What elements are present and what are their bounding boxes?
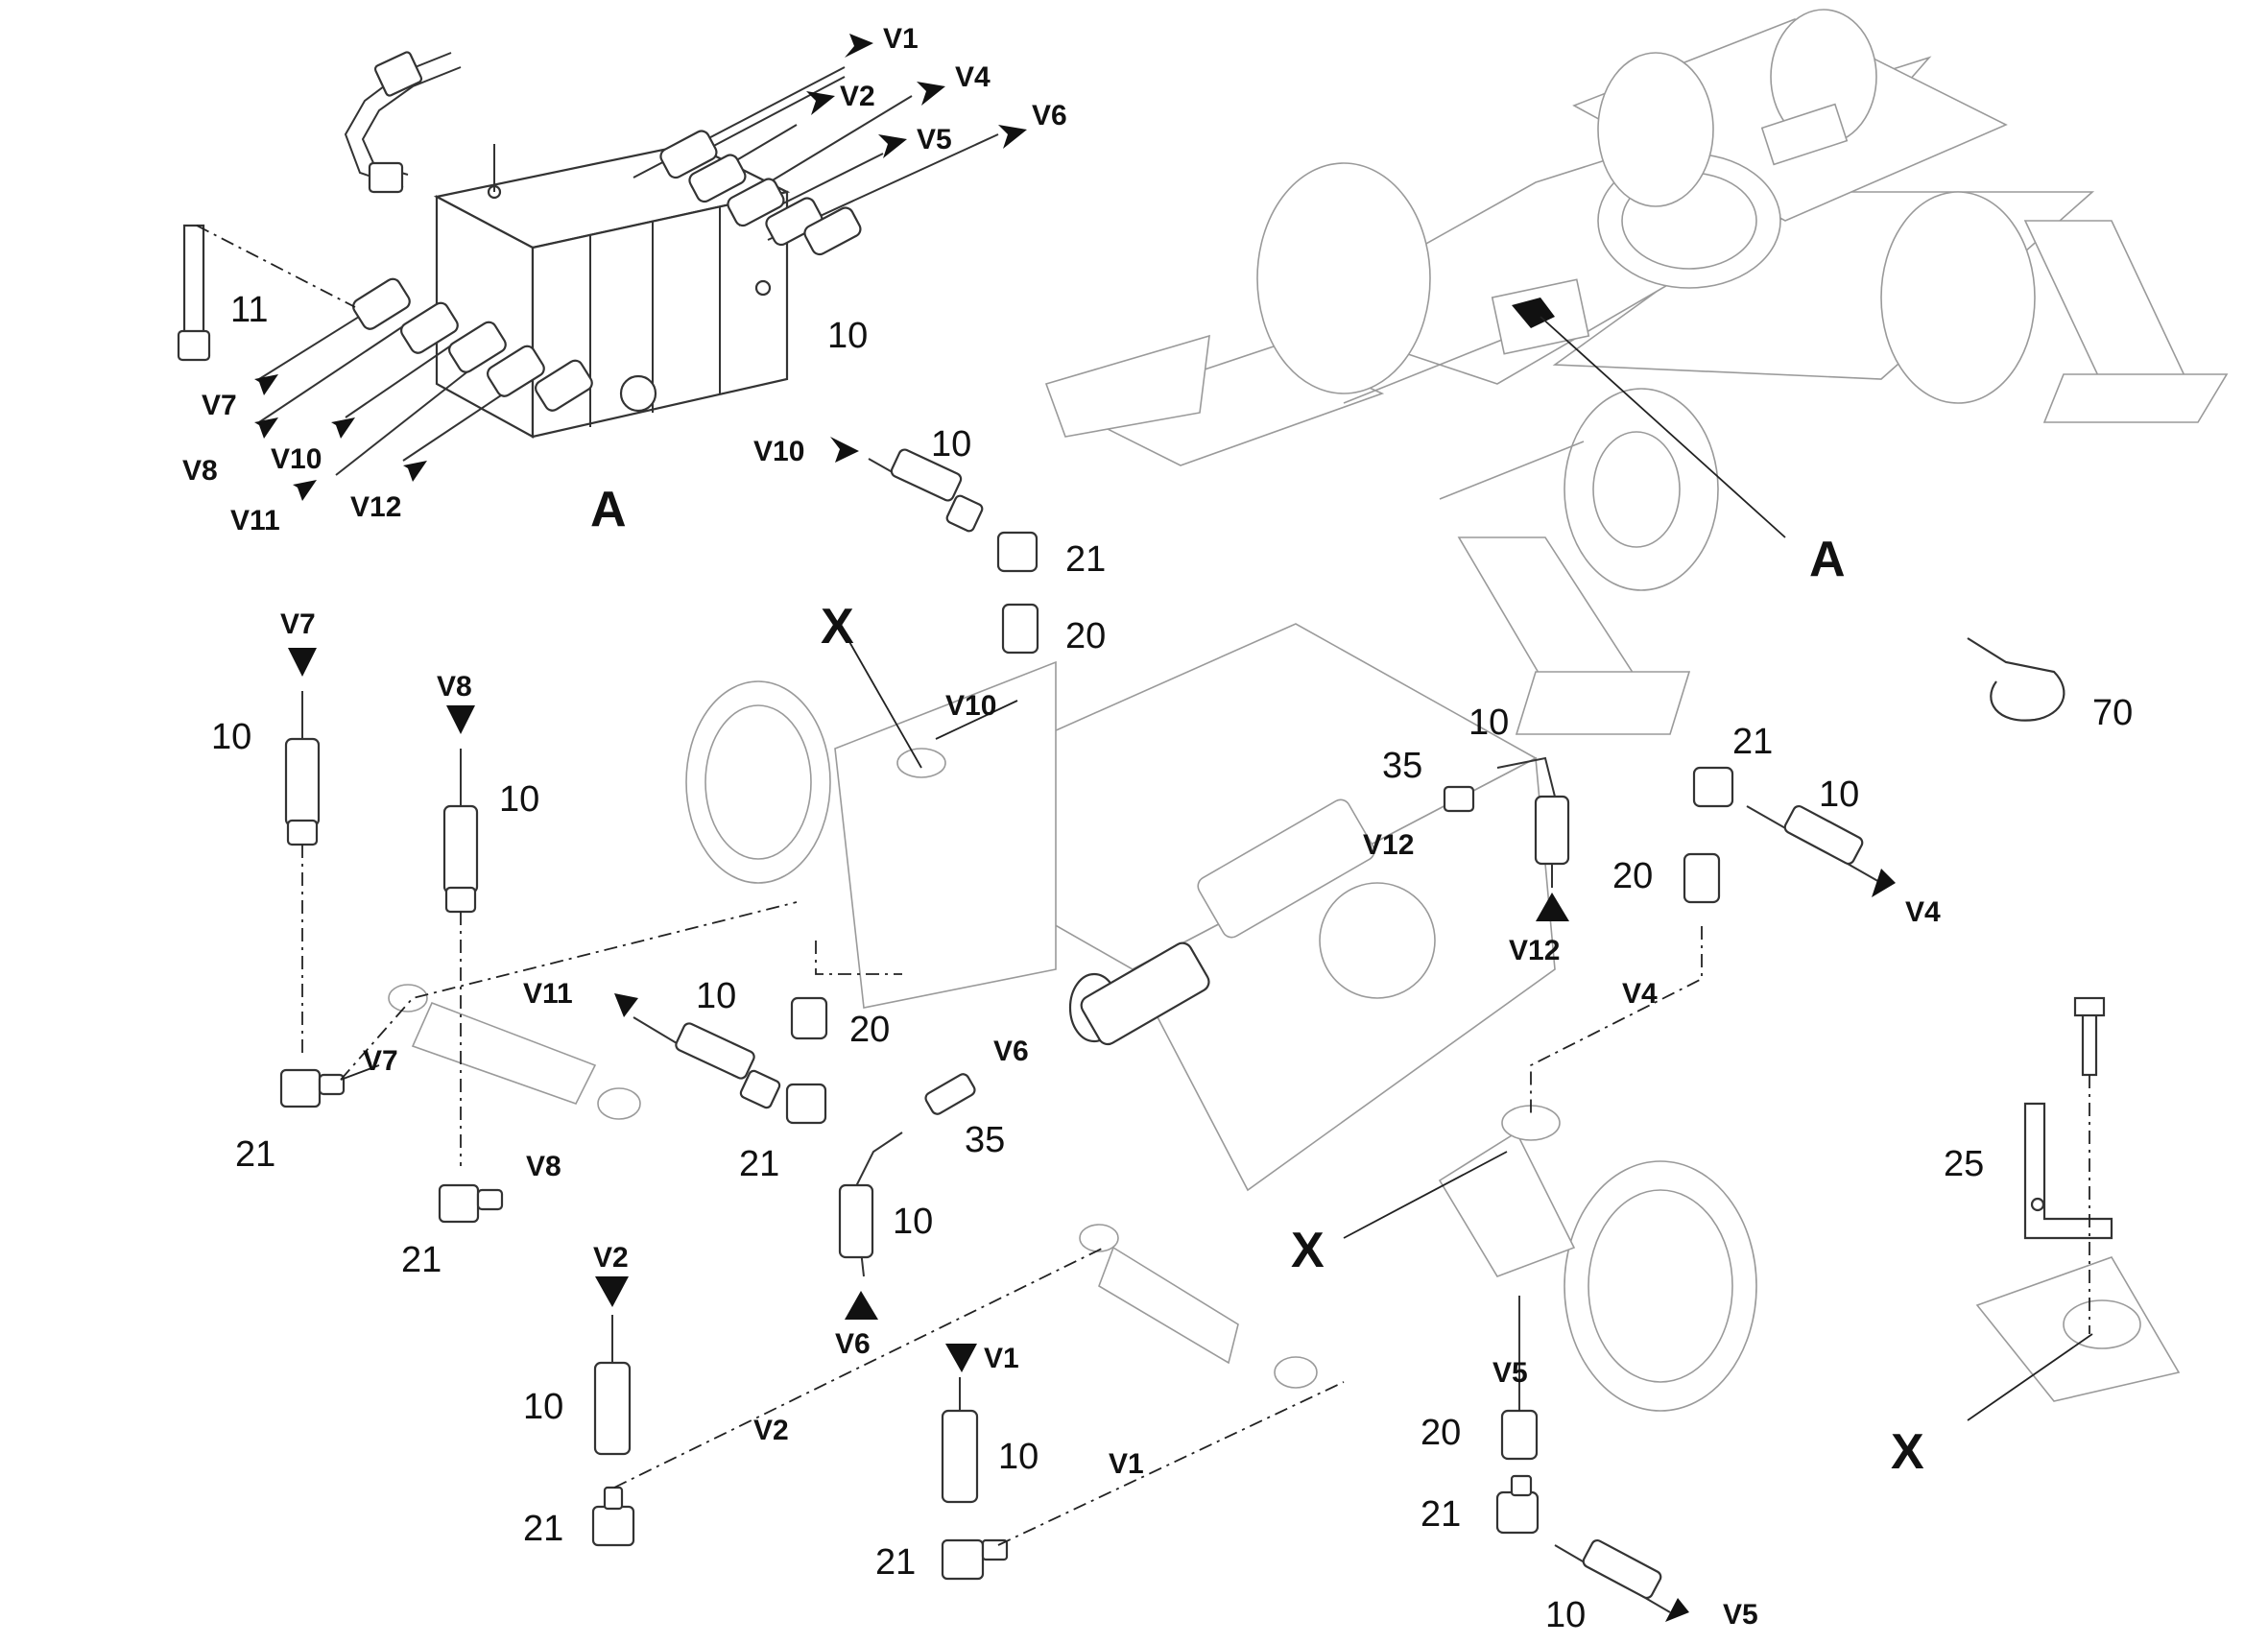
part-21-label-v1: 21 [875,1542,916,1583]
line-v12-axle: V12 [1363,829,1414,861]
line-v4-input: V4 [1905,896,1941,928]
part-21-label-v4: 21 [1732,722,1773,762]
arrow-v1 [845,34,873,58]
line-v7-input: V7 [280,608,316,640]
arrow-v2-input [595,1276,629,1307]
hose-fittings [279,448,1882,1613]
view-x-label-detail: X [1891,1424,1924,1480]
part-10-label-v11: 10 [696,976,736,1016]
part-10-label-v7: 10 [211,717,251,757]
line-v12-valve: V12 [350,491,401,523]
part-35-label-v12: 35 [1382,746,1422,786]
part-21-label-v11: 21 [739,1144,779,1184]
part-10-label-v4: 10 [1819,774,1859,815]
arrow-v6-input [845,1291,878,1320]
bracket-25 [2023,1102,2113,1240]
cylinder-bottom [1079,1224,1318,1389]
axle-assembly [685,623,1757,1412]
line-v1-valve: V1 [883,23,919,55]
arrow-v10 [331,417,355,439]
flow-arrows [254,34,1896,1622]
part-20-label-v10: 20 [1065,616,1106,656]
view-x-label-axle: X [1291,1223,1325,1278]
arrow-v11 [293,480,317,501]
arrow-v4 [917,82,945,106]
arrow-v12 [403,461,427,482]
part-10-label-v5: 10 [1545,1595,1586,1635]
part-21-label-v5: 21 [1420,1494,1461,1535]
labels: A A X X X 11 10 10 21 20 10 10 21 21 10 … [182,23,2133,1635]
arrow-v6 [998,125,1027,149]
detail-x [1967,996,2181,1421]
part-20-label-v5: 20 [1420,1413,1461,1453]
line-v2-valve: V2 [840,81,875,112]
line-v1-input: V1 [984,1343,1019,1374]
part-25-label: 25 [1944,1144,1984,1184]
arrow-v12-input [1536,893,1569,921]
line-v2-axle: V2 [753,1415,789,1446]
part-21-label-v2: 21 [523,1509,563,1549]
arrow-v11-input [614,993,638,1017]
line-v5-input: V5 [1723,1599,1758,1631]
arrow-v5-input [1665,1598,1689,1622]
part-35-label-v6: 35 [965,1120,1005,1160]
line-v11-input: V11 [523,978,573,1010]
arrow-v10-input [830,437,859,463]
arrow-v4-input [1872,869,1896,897]
line-v6-input: V6 [835,1328,871,1360]
line-v8-input: V8 [437,671,472,703]
arrow-v5 [878,134,907,158]
line-v12-input: V12 [1509,935,1560,966]
part-21-label-v8: 21 [401,1240,442,1280]
arrow-v7-input [288,648,317,677]
line-v5-valve: V5 [917,124,952,155]
line-v10-valve: V10 [271,443,322,475]
line-v2-input: V2 [593,1242,629,1274]
part-10-label-v12: 10 [1468,703,1509,743]
line-v4-valve: V4 [955,61,991,93]
arrow-v1-input [945,1344,977,1372]
line-v7-axle: V7 [363,1045,398,1077]
cylinder-left [388,984,641,1120]
valve-left-fittings [258,277,657,476]
part-70-label: 70 [2092,693,2133,733]
view-a-label-left: A [590,482,627,537]
valve-right-fittings [633,66,999,256]
line-v7-valve: V7 [202,390,237,421]
part-21-label-v10: 21 [1065,539,1106,580]
line-v1-axle: V1 [1109,1448,1144,1480]
part-10-label-v8: 10 [499,779,539,820]
machine-overview [1044,9,2229,735]
arrow-v7 [254,374,278,395]
line-v11-valve: V11 [230,505,280,536]
cable-tie-70 [1967,637,2065,722]
view-x-label-top: X [821,599,854,655]
part-20-label-v4: 20 [1612,856,1653,896]
valve-block-assembly [177,51,999,476]
line-v10-axle: V10 [945,690,996,722]
part-10-label-v6: 10 [893,1202,933,1242]
part-10-label-v1: 10 [998,1437,1039,1477]
part-11-label: 11 [230,290,268,330]
part-21-label-v7: 21 [235,1134,275,1175]
arrow-v8 [254,417,278,439]
line-v5-axle: V5 [1492,1357,1528,1389]
line-v8-axle: V8 [526,1151,561,1182]
line-v6-union: V6 [993,1036,1029,1067]
line-v8-valve: V8 [182,455,218,487]
line-v4-axle: V4 [1622,978,1658,1010]
arrow-v8-input [446,705,475,734]
part-20-label-mid: 20 [849,1010,890,1050]
line-v6-valve: V6 [1032,100,1067,131]
line-v10-input: V10 [753,436,804,467]
part-10-label-v10: 10 [931,424,971,465]
screw-11 [182,224,205,338]
part-10-label-valve: 10 [827,316,868,356]
view-a-label-right: A [1809,532,1846,587]
arrow-v2 [806,91,835,115]
part-10-label-v2: 10 [523,1387,563,1427]
